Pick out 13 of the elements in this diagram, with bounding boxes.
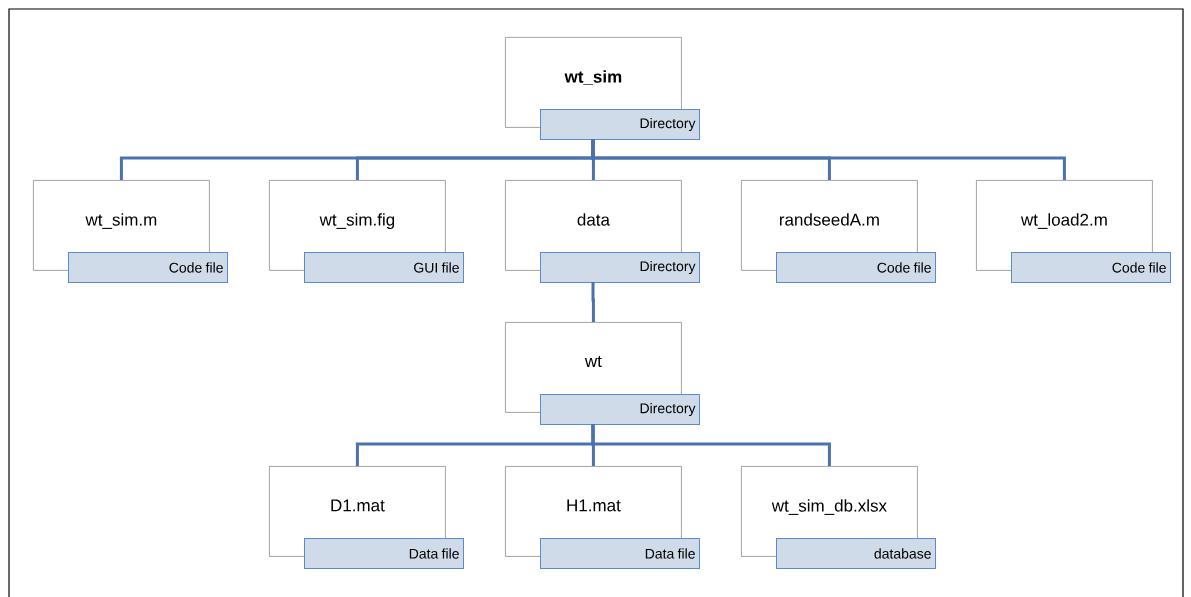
file-box: wt_sim.m Code file — [33, 180, 228, 283]
connector-line — [591, 139, 1066, 180]
file-box: wt_load2.m Code file — [976, 180, 1171, 283]
file-box: H1.mat Data file — [505, 466, 700, 569]
file-box: D1.mat Data file — [269, 466, 464, 569]
file-box: wt_sim.fig GUI file — [269, 180, 464, 283]
connector-line — [591, 424, 831, 466]
file-box: wt_sim Directory — [505, 37, 700, 140]
file-box: data Directory — [505, 180, 700, 283]
file-box: randseedA.m Code file — [741, 180, 936, 283]
file-box: wt_sim_db.xlsx database — [741, 466, 936, 569]
connector-line — [591, 282, 595, 322]
file-box: wt Directory — [505, 322, 700, 425]
